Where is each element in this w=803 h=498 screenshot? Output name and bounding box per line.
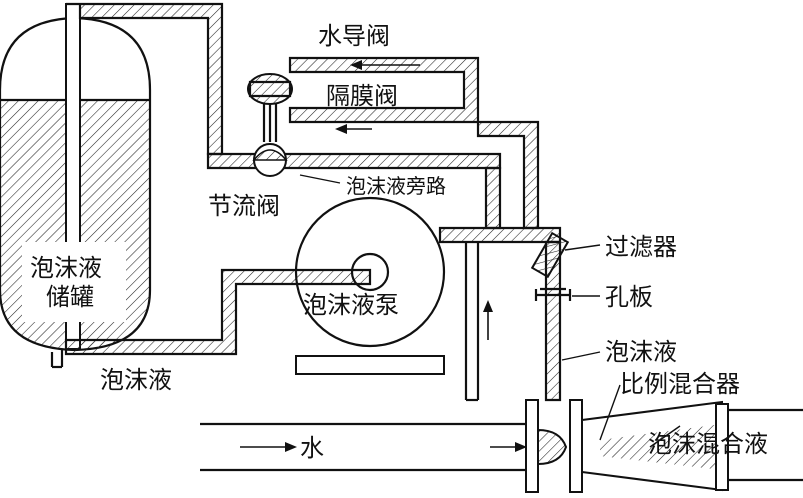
orifice-plate-label: 孔板 (605, 283, 653, 311)
throttle-valve (252, 143, 288, 177)
foam-mixture-label: 泡沫混合液 (648, 430, 768, 458)
foam-storage-tank (0, 3, 152, 369)
orifice-plate (534, 287, 572, 301)
throttle-valve-pipe (206, 152, 502, 170)
proportional-mixer-label: 比例混合器 (620, 370, 740, 398)
pump-label: 泡沫液泵 (303, 291, 399, 319)
filter (530, 231, 570, 279)
water-guide-valve-loop (288, 56, 480, 124)
pump-column (464, 242, 480, 402)
foam-liquid-bottom-label: 泡沫液 (100, 366, 172, 394)
tank-bottom-pipe (64, 268, 372, 356)
tank-label-line2: 储罐 (46, 283, 94, 311)
foam-bypass-label: 泡沫液旁路 (346, 174, 446, 198)
tank-top-pipe (66, 2, 224, 156)
water-label: 水 (300, 434, 324, 462)
foam-pump (294, 196, 446, 375)
foam-liquid-right-label: 泡沫液 (605, 338, 677, 366)
flow-arrows (240, 60, 527, 452)
tank-label-line1: 泡沫液 (30, 254, 102, 282)
filter-label: 过滤器 (605, 233, 677, 261)
diaphragm-valve (247, 73, 293, 142)
throttle-valve-label: 节流阀 (208, 192, 280, 220)
leader-lines (299, 174, 681, 448)
diaphragm-valve-label: 隔膜阀 (326, 82, 398, 110)
water-guide-valve-label: 水导阀 (318, 22, 390, 50)
bypass-pipes (438, 120, 562, 244)
water-main-pipe (200, 399, 803, 493)
